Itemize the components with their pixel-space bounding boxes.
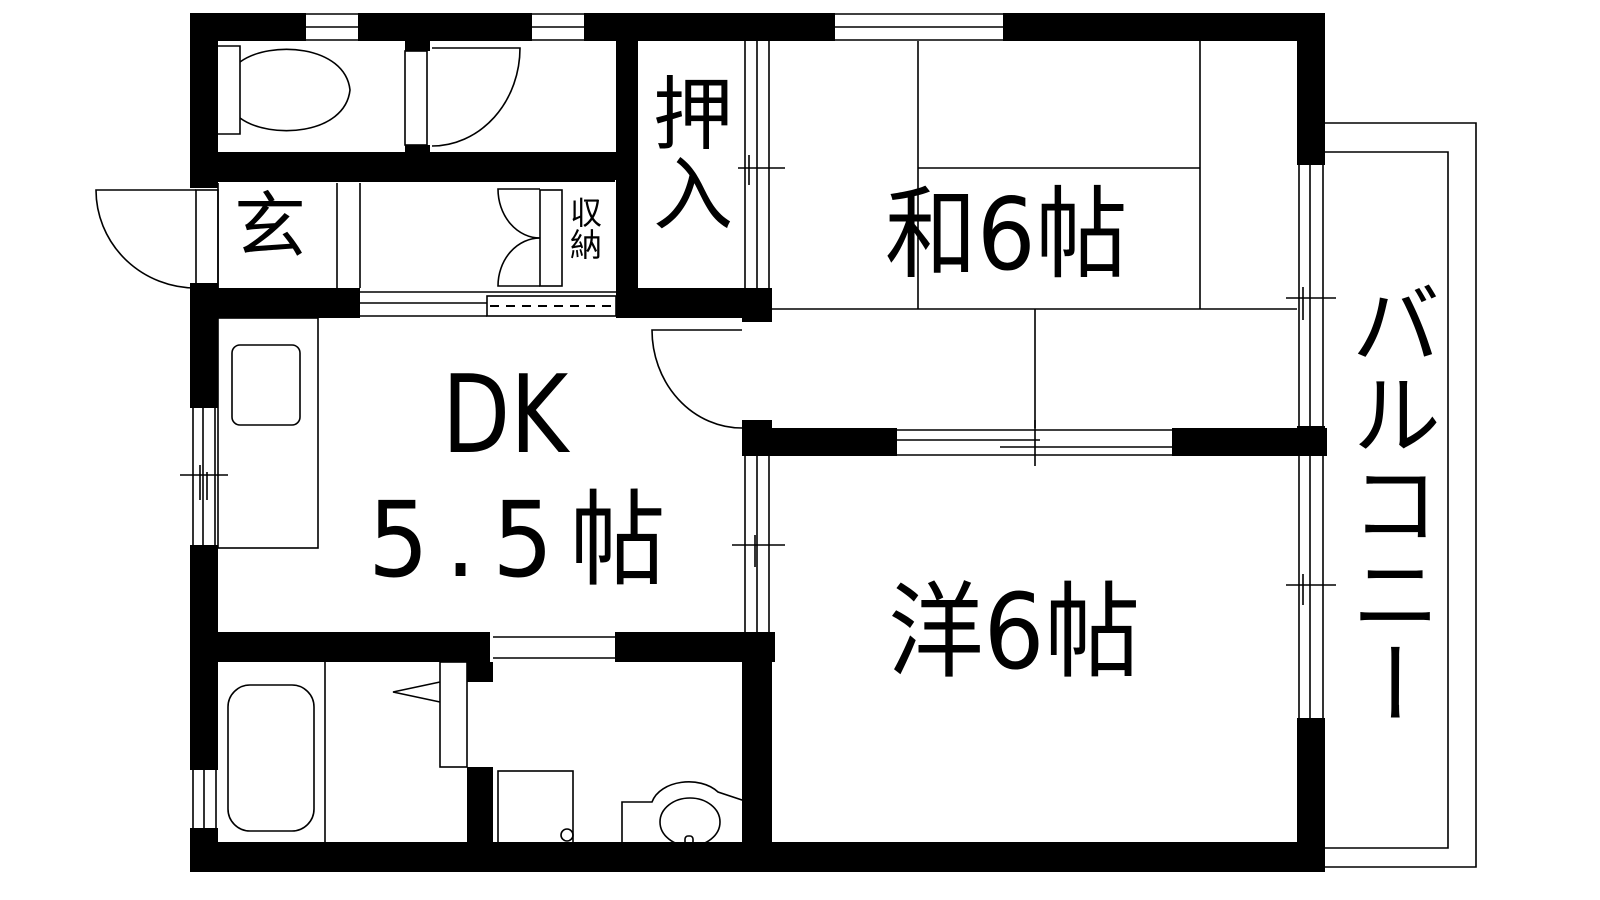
washing-machine-pan-icon [497, 770, 574, 856]
tatami-mats [772, 41, 1297, 428]
balcony-windows [1286, 165, 1336, 718]
room-label-balcony: バルコニー [1335, 278, 1440, 728]
washbasin-icon [621, 781, 749, 849]
room-label-japanese: 和6帖 [885, 176, 1128, 293]
top-windows [306, 13, 1003, 41]
room-label-entrance: 玄 [234, 184, 307, 268]
left-windows [180, 408, 228, 828]
sliding-doors [360, 41, 1172, 659]
room-label-storage: 収納 [565, 196, 603, 260]
interior-walls [190, 41, 1327, 872]
sink-icon [217, 317, 319, 549]
toilet-icon [218, 45, 351, 135]
room-label-dk-size: 5.5帖 [368, 479, 683, 601]
room-label-dk: DK [442, 353, 569, 478]
bathtub-icon [227, 662, 326, 842]
balcony [1325, 122, 1477, 868]
room-label-closet: 押入 [640, 72, 733, 232]
swing-doors [95, 47, 743, 768]
room-label-western: 洋6帖 [888, 571, 1141, 693]
